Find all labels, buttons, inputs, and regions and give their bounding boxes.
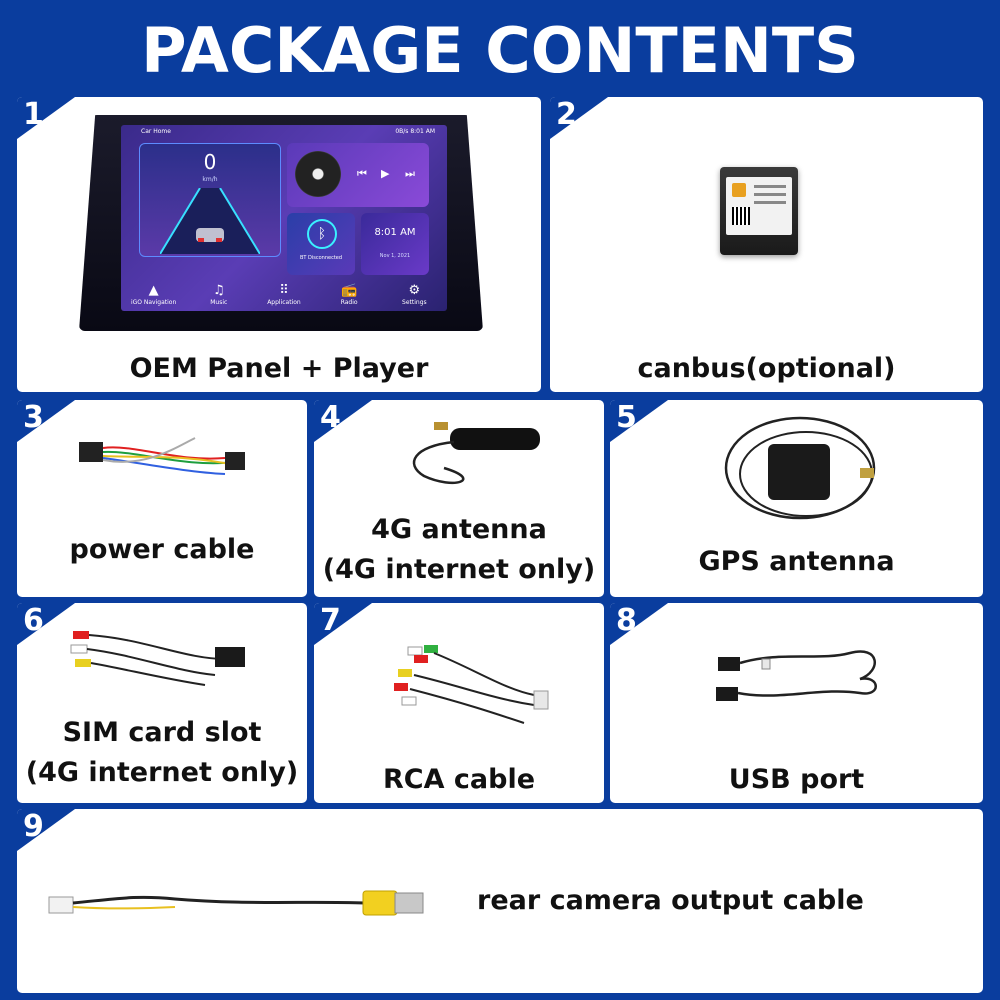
item-label: 4G antenna(4G internet only)	[322, 514, 596, 585]
rca-cable-image	[394, 645, 549, 724]
4g-antenna-image	[412, 422, 540, 485]
speed-value: 0	[203, 150, 217, 174]
card-4g-antenna: 4 4G antenna(4G internet only)	[314, 400, 604, 597]
item-number: 9	[23, 809, 44, 844]
power-cable-image	[79, 437, 245, 475]
number-badge	[314, 400, 372, 442]
clock-tile: 8:01 AM Nov 1, 2021	[361, 213, 429, 275]
app-dock: ▲iGO Navigation ♫Music ⠿Application 📻Rad…	[121, 277, 447, 311]
item-label: RCA cable	[382, 764, 536, 795]
item-number: 4	[320, 400, 341, 435]
number-badge	[610, 603, 668, 645]
card-rca-cable: 7 RCA cable	[314, 603, 604, 803]
bluetooth-tile: ᛒ BT Disconnected	[287, 213, 355, 275]
status-left: Car Home	[141, 128, 171, 135]
play-icon[interactable]: ▶	[381, 167, 390, 180]
item-label: canbus(optional)	[637, 353, 896, 384]
item-number: 5	[616, 400, 637, 435]
item-number: 6	[23, 603, 44, 638]
status-bar: Car Home 0B/s 8:01 AM	[121, 125, 447, 139]
item-label: USB port	[728, 764, 865, 795]
number-badge	[17, 97, 75, 139]
canbus-module-image	[720, 167, 798, 255]
clock-time: 8:01 AM	[374, 227, 416, 238]
item-label: rear camera output cable	[477, 885, 864, 916]
card-sim-slot: 6 SIM card slot(4G internet only)	[17, 603, 307, 803]
card-canbus: 2 canbus(optional)	[550, 97, 983, 392]
item-label: SIM card slot(4G internet only)	[25, 717, 299, 788]
number-badge	[314, 603, 372, 645]
speed-tile: 0 km/h	[139, 143, 281, 257]
next-icon[interactable]: ⏭	[405, 167, 415, 180]
music-tile: ⏮ ▶ ⏭	[287, 143, 429, 207]
dock-settings[interactable]: ⚙Settings	[402, 282, 427, 306]
item-label: power cable	[69, 534, 255, 565]
card-oem-panel: 1 Car Home 0B/s 8:01 AM 0 km/h ⏮ ▶ ⏭	[17, 97, 541, 392]
dock-music[interactable]: ♫Music	[210, 282, 228, 306]
gps-antenna-image	[724, 416, 876, 520]
number-badge	[17, 400, 75, 442]
clock-date: Nov 1, 2021	[379, 253, 411, 259]
dock-radio[interactable]: 📻Radio	[340, 282, 358, 306]
dock-navigation[interactable]: ▲iGO Navigation	[130, 282, 177, 306]
head-unit-screen: Car Home 0B/s 8:01 AM 0 km/h ⏮ ▶ ⏭ ᛒ BT …	[121, 125, 447, 311]
card-usb-port: 8 USB port	[610, 603, 983, 803]
bluetooth-icon: ᛒ	[307, 219, 337, 249]
number-badge	[17, 603, 75, 645]
road-graphic	[160, 188, 260, 254]
speed-unit: km/h	[202, 176, 218, 183]
number-badge	[17, 809, 75, 851]
item-label: OEM Panel + Player	[129, 353, 429, 384]
number-badge	[550, 97, 608, 139]
item-number: 3	[23, 400, 44, 435]
card-gps-antenna: 5 GPS antenna	[610, 400, 983, 597]
item-number: 2	[556, 97, 577, 132]
status-right: 0B/s 8:01 AM	[395, 128, 435, 135]
prev-icon[interactable]: ⏮	[357, 167, 367, 180]
disc-icon	[295, 151, 341, 197]
item-label: GPS antenna	[698, 546, 895, 577]
sim-cable-image	[70, 631, 245, 686]
card-rear-camera-cable: 9 rear camera output cable	[17, 809, 983, 993]
bt-status: BT Disconnected	[299, 255, 343, 261]
page-title: PACKAGE CONTENTS	[141, 14, 859, 87]
item-number: 8	[616, 603, 637, 638]
usb-cable-image	[716, 650, 877, 701]
dock-application[interactable]: ⠿Application	[267, 282, 301, 306]
item-number: 7	[320, 603, 341, 638]
rear-camera-cable-image	[48, 890, 424, 916]
card-power-cable: 3 power cable	[17, 400, 307, 597]
item-number: 1	[23, 97, 44, 132]
number-badge	[610, 400, 668, 442]
